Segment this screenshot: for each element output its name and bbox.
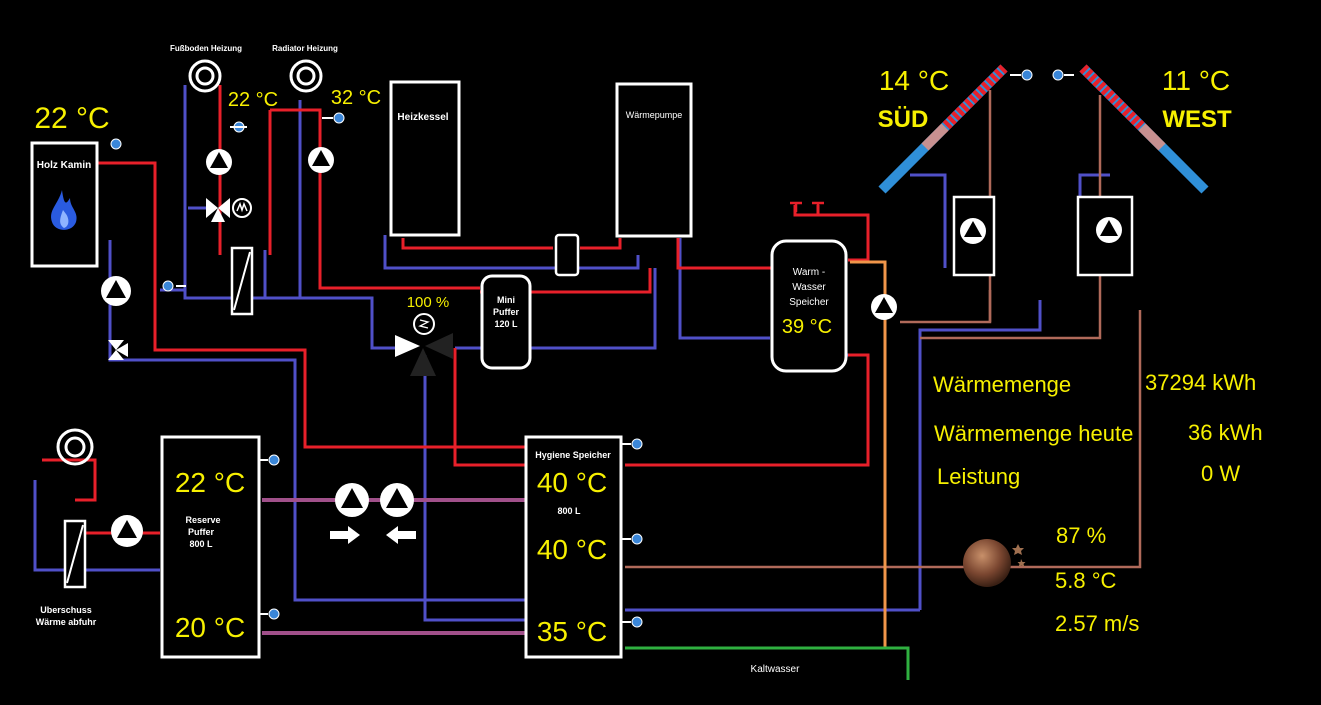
waermemenge-label: Wärmemenge	[933, 372, 1071, 397]
consumer-ring-icon	[289, 59, 323, 93]
pump-icon	[308, 147, 334, 173]
mini-puffer-tank	[480, 274, 532, 370]
holz-kamin-label: Holz Kamin	[37, 160, 91, 171]
solar-collector-sued	[878, 64, 1008, 194]
solar-pump-west	[1076, 195, 1134, 277]
solar-pipes	[625, 90, 1142, 569]
pump-icon	[335, 483, 369, 517]
moon-icon	[963, 539, 1026, 587]
solar-pump-sued	[952, 195, 996, 277]
kaltwasser-label: Kaltwasser	[751, 664, 801, 675]
mini-puffer-label-3: 120 L	[494, 319, 518, 329]
waermemenge-heute-label: Wärmemenge heute	[934, 421, 1133, 446]
mini-puffer-label-1: Mini	[497, 295, 515, 305]
pump-icon	[871, 294, 897, 320]
reserve-puffer-tank	[160, 435, 261, 659]
hygiene-temp-bottom: 35 °C	[537, 616, 607, 647]
reserve-label-2: Puffer	[188, 527, 215, 537]
waermemenge-value: 37294 kWh	[1145, 370, 1256, 395]
ueberschuss-label-2: Wärme abfuhr	[36, 617, 97, 627]
solar-sued-temp: 14 °C	[879, 65, 949, 96]
cold-pipes	[33, 85, 1110, 622]
reserve-temp-top: 22 °C	[175, 467, 245, 498]
reserve-temp-bottom: 20 °C	[175, 612, 245, 643]
leistung-label: Leistung	[937, 464, 1020, 489]
heat-exchanger-surplus	[63, 519, 87, 589]
hygiene-temp-mid: 40 °C	[537, 534, 607, 565]
three-way-valve-icon	[108, 340, 128, 360]
radiator-temp: 32 °C	[331, 87, 381, 109]
weather-humidity: 87 %	[1056, 523, 1106, 548]
sensor-icons	[110, 69, 1064, 628]
warmwasser-label-3: Speicher	[789, 297, 829, 308]
reserve-label-3: 800 L	[189, 539, 213, 549]
warmwasser-label-1: Warm -	[793, 267, 825, 278]
hygiene-volume: 800 L	[557, 506, 581, 516]
waermemenge-heute-value: 36 kWh	[1188, 420, 1263, 445]
arrow-right-icon	[330, 526, 360, 544]
weather-wind: 2.57 m/s	[1055, 611, 1139, 636]
pump-icon	[380, 483, 414, 517]
waermepumpe-label: Wärmepumpe	[626, 110, 683, 120]
hygiene-speicher-tank	[524, 435, 623, 659]
pump-icon	[111, 515, 143, 547]
weather-temperature: 5.8 °C	[1055, 568, 1116, 593]
warmwasser-temp: 39 °C	[782, 316, 832, 338]
heizkessel-box	[389, 80, 461, 237]
solar-west-temp: 11 °C	[1162, 65, 1230, 96]
mixer-percent: 100 %	[407, 294, 450, 311]
radiator-label: Radiator Heizung	[272, 44, 338, 53]
heizkessel-label: Heizkessel	[397, 112, 448, 123]
tap-icon	[790, 201, 824, 212]
pipes	[33, 85, 1142, 680]
heat-exchanger-floor	[230, 246, 254, 316]
warmwasser-speicher-tank	[770, 239, 848, 373]
solar-sued-label: SÜD	[878, 106, 929, 133]
pump-icon	[206, 149, 232, 175]
consumer-ring-icon	[188, 59, 222, 93]
holz-kamin-tank	[30, 141, 99, 268]
solar-west-label: WEST	[1162, 106, 1232, 133]
kamin-temp: 22 °C	[34, 102, 109, 135]
hygiene-temp-top: 40 °C	[537, 467, 607, 498]
leistung-value: 0 W	[1201, 461, 1240, 486]
fussboden-temp: 22 °C	[228, 89, 278, 111]
fussboden-label: Fußboden Heizung	[170, 44, 242, 53]
waermepumpe-box	[615, 82, 693, 238]
solar-collector-west	[1079, 64, 1209, 194]
consumer-ring-icon	[56, 428, 94, 466]
ueberschuss-label-1: Uberschuss	[40, 605, 92, 615]
reserve-label-1: Reserve	[185, 515, 220, 525]
arrow-left-icon	[386, 526, 416, 544]
three-way-valve-icon	[206, 198, 252, 222]
flame-icon	[51, 190, 77, 230]
heat-exchanger	[554, 233, 580, 277]
pump-icon	[101, 276, 131, 306]
mixing-valve-icon	[395, 313, 453, 376]
warmwasser-label-2: Wasser	[792, 282, 826, 293]
hygiene-label: Hygiene Speicher	[535, 450, 611, 460]
mini-puffer-label-2: Puffer	[493, 307, 520, 317]
